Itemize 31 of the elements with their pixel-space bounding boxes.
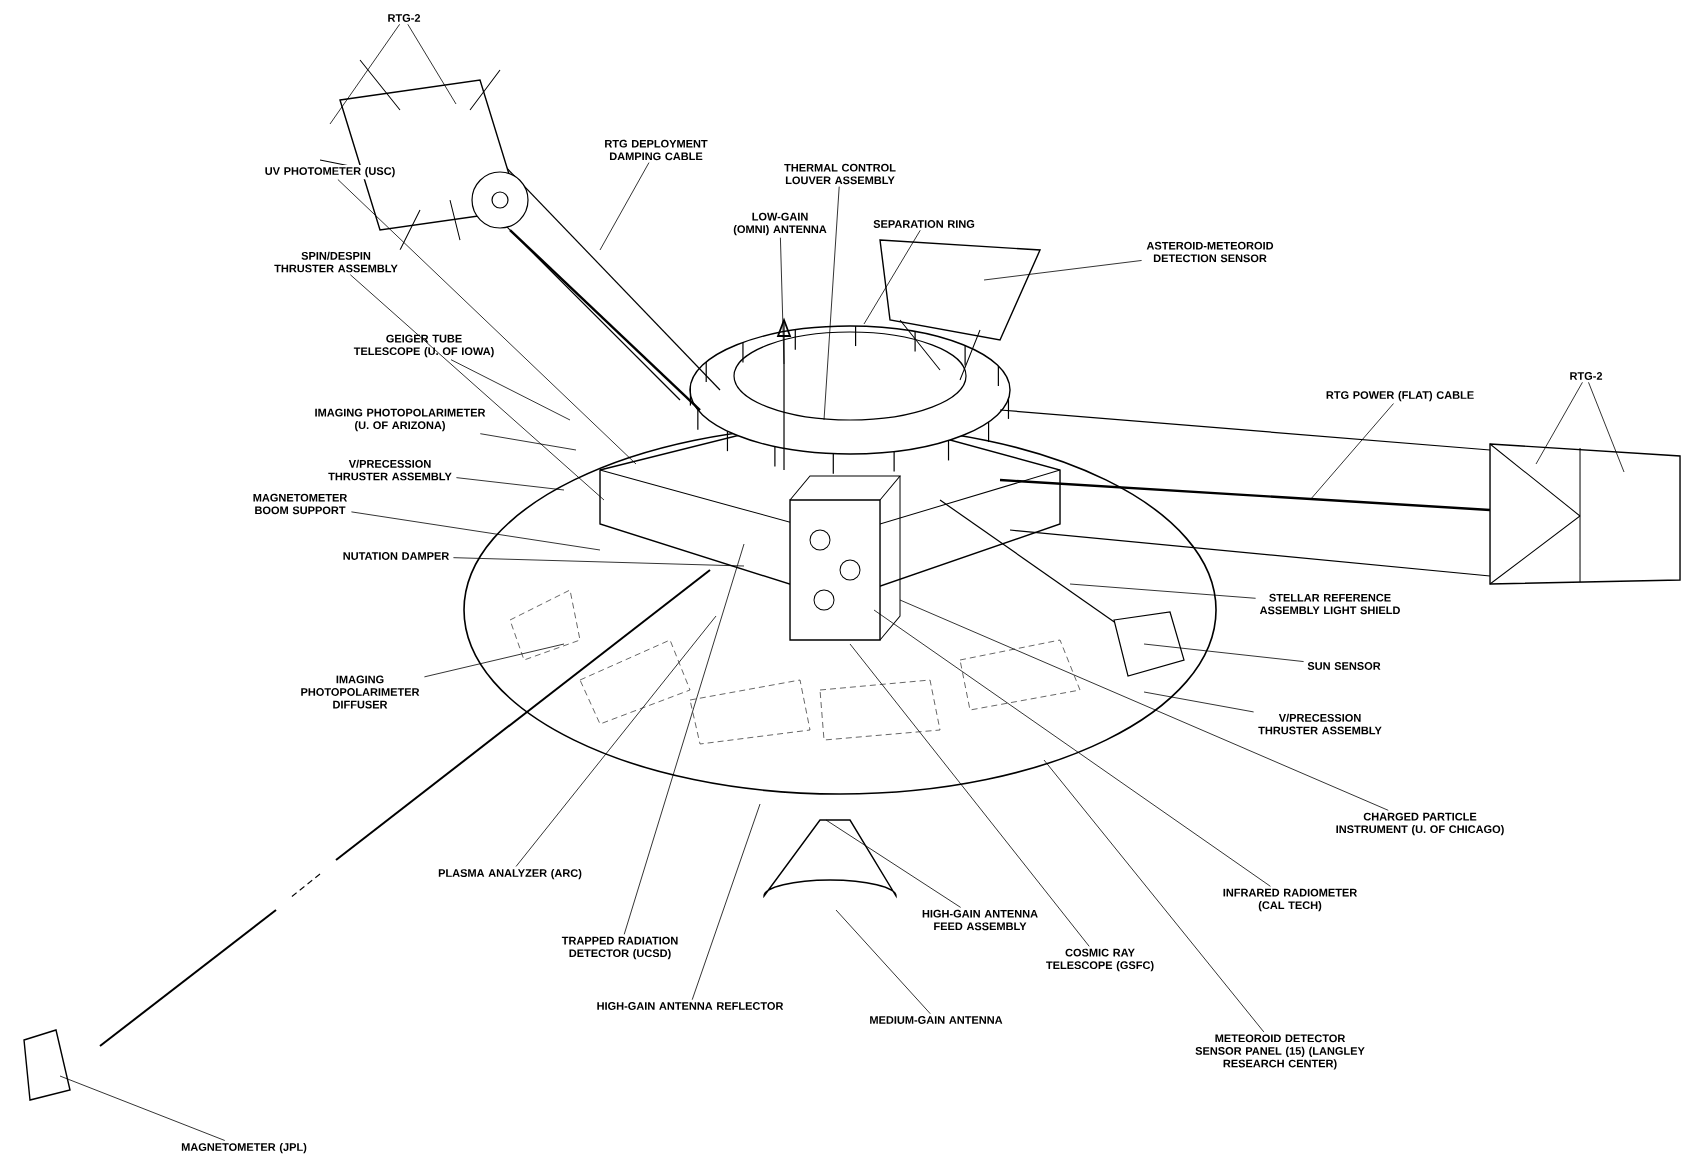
leader-line (337, 179, 637, 465)
leader-line (1143, 691, 1254, 713)
leader-line (599, 162, 650, 251)
leader-line (825, 819, 962, 908)
leader-line (1588, 381, 1625, 473)
leader-line (349, 274, 605, 501)
leader-line (863, 229, 921, 325)
leader-line (351, 511, 601, 551)
leader-line (623, 543, 745, 935)
leader-line (873, 609, 1271, 887)
leader-line (1309, 403, 1394, 501)
leader-line (1069, 583, 1256, 599)
leader-line (453, 557, 745, 567)
leader-line (329, 23, 400, 125)
leader-line (780, 237, 785, 365)
leader-line (59, 1075, 226, 1141)
leader-line (823, 186, 840, 421)
leader-line (1043, 759, 1265, 1033)
leader-line (983, 260, 1142, 281)
leader-line (1535, 381, 1583, 465)
leader-line (515, 615, 717, 867)
leader-line (479, 433, 577, 451)
leader-line (456, 477, 565, 491)
leader-line (424, 643, 565, 678)
leader-line (849, 643, 1090, 947)
leader-line (899, 599, 1389, 811)
leader-line (691, 803, 761, 1001)
leader-line (1143, 643, 1304, 662)
leader-line (835, 909, 931, 1015)
leader-line (450, 359, 571, 421)
leader-line (407, 23, 457, 105)
